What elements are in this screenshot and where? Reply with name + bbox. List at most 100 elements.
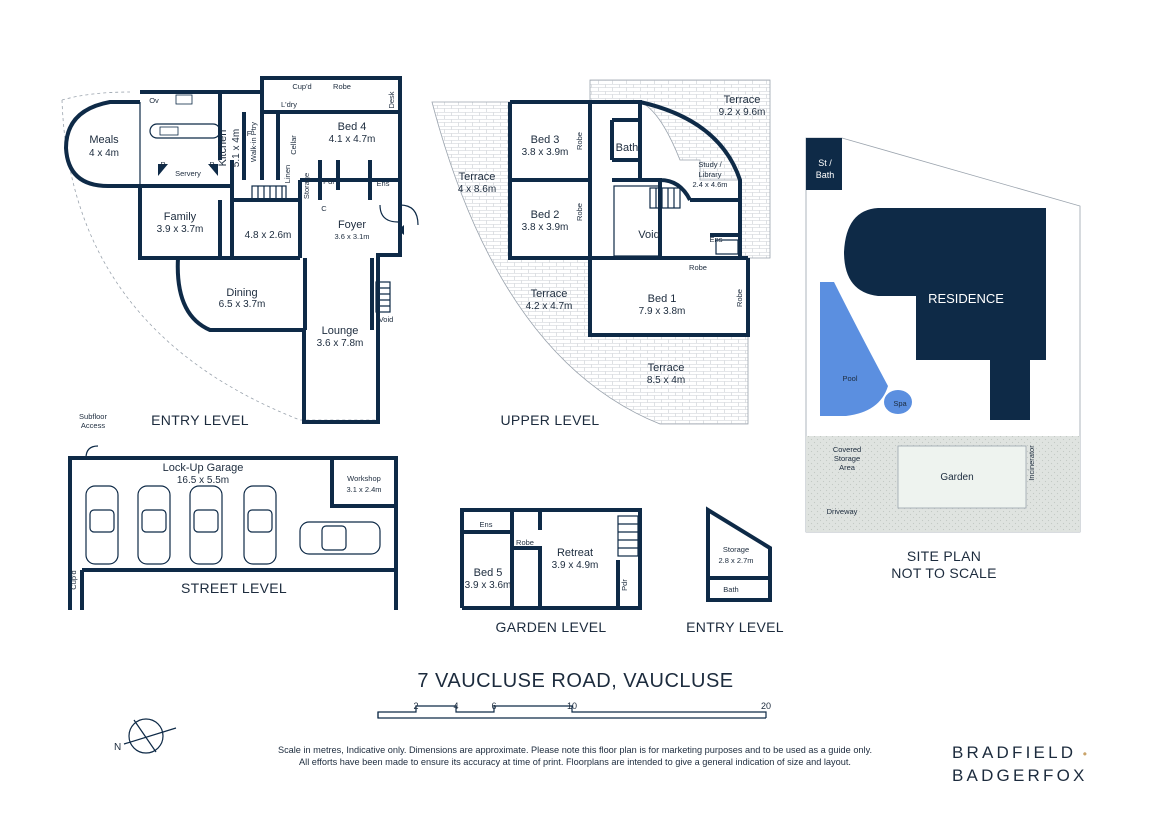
workshop-label: Workshop (347, 474, 381, 483)
kitchen-island (149, 123, 221, 139)
compass-north-label: N (114, 742, 121, 753)
front-door-swing (399, 204, 419, 226)
car-icon (189, 485, 223, 565)
site-plan-title-1: SITE PLAN (907, 548, 981, 564)
terrace-top-label: Terrace (724, 94, 761, 106)
lounge-label: Lounge (322, 325, 359, 337)
retreat-label: Retreat (557, 547, 593, 559)
upper-bath-tub (715, 239, 739, 255)
fridge-label: F (247, 129, 252, 138)
site-covered-1: Covered (833, 445, 861, 454)
property-address: 7 VAUCLUSE ROAD, VAUCLUSE (417, 670, 734, 692)
linen-label: Linen (283, 165, 292, 183)
void-label: Void (379, 315, 394, 324)
study-dim: 2.4 x 4.6m (692, 180, 727, 189)
c-label: C (321, 204, 327, 213)
cooktop-icon (159, 126, 179, 136)
upper-stairs (649, 187, 681, 209)
site-garden (897, 445, 1027, 509)
pantry-p-left: P (160, 160, 165, 169)
street-level-title: STREET LEVEL (181, 580, 287, 596)
car-icon (137, 485, 171, 565)
sink-icon (175, 94, 193, 105)
subfloor-label-2: Access (81, 421, 105, 430)
site-covered-3: Area (839, 463, 856, 472)
terrace-top-dim: 9.2 x 9.6m (719, 107, 766, 118)
entry-internal-walls (140, 92, 400, 330)
lounge-dim: 3.6 x 7.8m (317, 338, 364, 349)
bed5-dim: 3.9 x 3.6m (465, 580, 512, 591)
workshop-dim: 3.1 x 2.4m (346, 485, 381, 494)
bed3-robe-label: Robe (575, 132, 584, 150)
entry-level-title: ENTRY LEVEL (151, 412, 249, 428)
garden-stairs (617, 515, 639, 557)
upper-bath-label: Bath (616, 142, 639, 154)
scale-tick-2: 2 (413, 701, 418, 711)
site-plan: St / Bath RESIDENCE Pool Spa Covered Sto… (805, 137, 1081, 581)
dining-dim: 6.5 x 3.7m (219, 299, 266, 310)
entry-level-plan: Meals 4 x 4m Kitchen 5.1 x 4m Servery P … (61, 76, 419, 428)
family-label: Family (164, 211, 197, 223)
site-pool (820, 282, 888, 416)
bed4-dim: 4.1 x 4.7m (329, 134, 376, 145)
bed1-side-robe-label: Robe (735, 289, 744, 307)
entry-level-small-title: ENTRY LEVEL (686, 619, 784, 635)
entry-boundary-line (61, 99, 380, 421)
bed3-dim: 3.8 x 3.9m (522, 147, 569, 158)
family-dim: 3.9 x 3.7m (157, 224, 204, 235)
bed2-dim: 3.8 x 3.9m (522, 222, 569, 233)
car-icon (299, 521, 381, 555)
site-residence (844, 208, 1046, 420)
scale-tick-4: 4 (453, 701, 458, 711)
garage-label: Lock-Up Garage (163, 462, 244, 474)
foyer-label: Foyer (338, 219, 366, 231)
car-icon (85, 485, 119, 565)
site-driveway-label: Driveway (827, 507, 858, 516)
small-bath-label: Bath (723, 585, 738, 594)
terrace-bottom-label: Terrace (648, 362, 685, 374)
site-incinerator-label: Incinerator (1027, 445, 1036, 481)
ens-label: Ens (377, 179, 390, 188)
retreat-dim: 3.9 x 4.9m (552, 560, 599, 571)
study-label-1: Study / (698, 160, 722, 169)
brand-logo: BRADFIELD • BADGERFOX (952, 743, 1091, 785)
upper-level-title: UPPER LEVEL (500, 412, 599, 428)
garage-cars (85, 485, 381, 565)
kitchen-label: Kitchen (217, 130, 229, 167)
robe-label: Robe (333, 82, 351, 91)
site-spa-label: Spa (893, 399, 907, 408)
bed3-label: Bed 3 (531, 134, 560, 146)
car-icon (243, 485, 277, 565)
bed4-label: Bed 4 (338, 121, 367, 133)
pdr-label: Pdr (323, 177, 335, 186)
terrace-mid-dim: 4.2 x 4.7m (526, 301, 573, 312)
subfloor-door (85, 445, 99, 459)
disclaimer-line-1: Scale in metres, Indicative only. Dimens… (277, 745, 873, 755)
entry-boundary-top (61, 91, 131, 101)
small-storage-label: Storage (723, 545, 749, 554)
site-pool-label: Pool (842, 374, 857, 383)
servery-label: Servery (175, 169, 201, 178)
study-label-2: Library (699, 170, 722, 179)
scale-tick-6: 6 (491, 701, 496, 711)
brand-line-1: BRADFIELD (952, 743, 1077, 762)
subfloor-label-1: Subfloor (79, 412, 107, 421)
meals-bay-wall (63, 100, 140, 188)
terrace-bottom-dim: 8.5 x 4m (647, 375, 685, 386)
entry-level-small-plan: Storage 2.8 x 2.7m Bath ENTRY LEVEL (686, 506, 784, 635)
site-garden-label: Garden (940, 472, 973, 483)
upper-void-label: Void (638, 229, 659, 241)
hall-dim: 4.8 x 2.6m (245, 230, 292, 241)
upper-walls (508, 100, 750, 337)
pantry-p-right: P (209, 160, 214, 169)
terrace-mid-label: Terrace (531, 288, 568, 300)
site-bath-label: Bath (816, 170, 835, 180)
entry-small-walls (706, 506, 772, 602)
compass-icon: N (114, 718, 177, 754)
desk-label: Desk (387, 91, 396, 108)
bed2-label: Bed 2 (531, 209, 560, 221)
garage-dim: 16.5 x 5.5m (177, 475, 229, 486)
servery-pantry-right (208, 164, 218, 176)
upper-void (613, 185, 661, 257)
